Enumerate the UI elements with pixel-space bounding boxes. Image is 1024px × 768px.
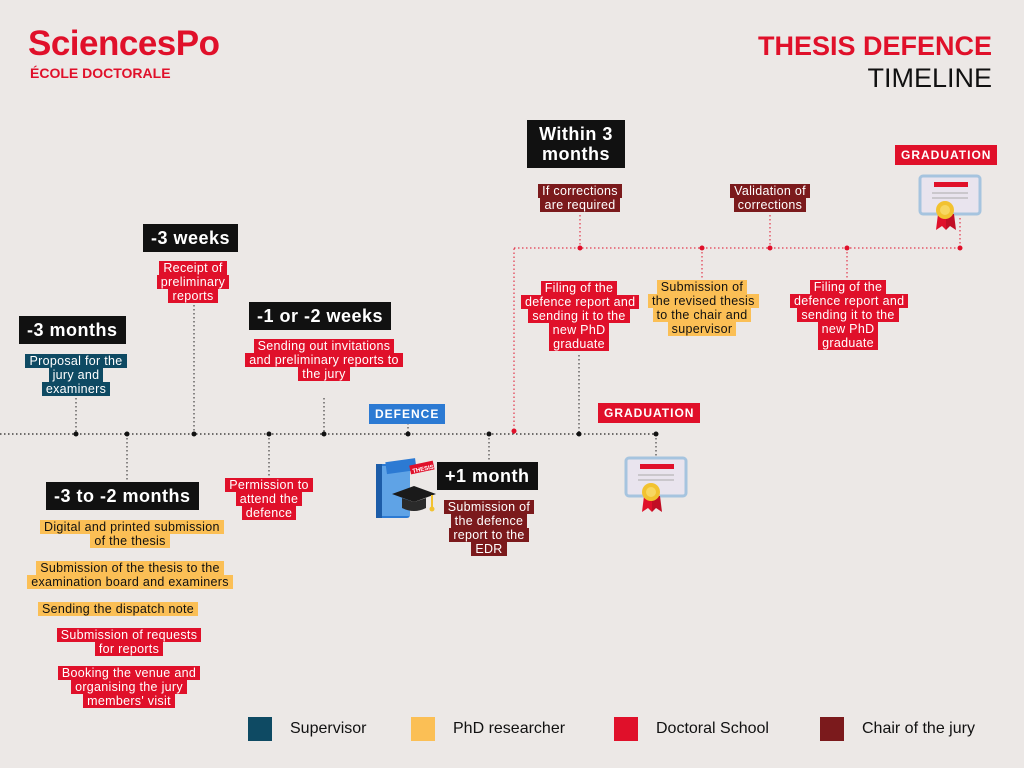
task-requests-reports: Submission of requests for reports <box>56 628 202 656</box>
task-submission-defence-report: Submission of the defence report to the … <box>436 500 542 556</box>
task-validation-corrections: Validation of corrections <box>722 184 818 212</box>
logo-subtitle: ÉCOLE DOCTORALE <box>30 65 171 81</box>
milestone-plus-1-month: +1 month <box>437 462 538 490</box>
graduation-tag-top: GRADUATION <box>895 145 998 165</box>
sciencespo-logo: SciencesPo <box>28 24 220 63</box>
certificate-icon <box>624 456 688 512</box>
thesis-book-icon: THESIS <box>376 458 436 518</box>
task-if-corrections: If corrections are required <box>530 184 630 212</box>
milestone-3-weeks: -3 weeks <box>143 224 239 252</box>
legend-label-supervisor: Supervisor <box>290 720 367 737</box>
milestone-within-3-months: Within 3 months <box>527 120 625 168</box>
task-receipt-reports: Receipt of preliminary reports <box>148 261 238 303</box>
page-subtitle: TIMELINE <box>867 63 992 93</box>
milestone-3-to-2-months: -3 to -2 months <box>46 482 199 510</box>
legend-swatch-phd <box>411 717 435 741</box>
task-submission-board: Submission of the thesis to the examinat… <box>8 561 252 589</box>
page-title: THESIS DEFENCE <box>757 31 992 61</box>
legend-label-phd: PhD researcher <box>453 720 566 737</box>
task-permission: Permission to attend the defence <box>214 478 324 520</box>
certificate-icon-top <box>918 174 982 230</box>
defence-tag: DEFENCE <box>369 404 446 424</box>
legend-swatch-doctoral-school <box>614 717 638 741</box>
milestone-1-or-2-weeks: -1 or -2 weeks <box>249 302 392 330</box>
task-booking-venue: Booking the venue and organising the jur… <box>56 666 202 708</box>
task-submission-revised: Submission of the revised thesis to the … <box>648 280 759 336</box>
thesis-book-label: THESIS <box>412 465 434 475</box>
task-digital-submission: Digital and printed submission of the th… <box>40 520 224 548</box>
task-dispatch-note: Sending the dispatch note <box>20 602 216 616</box>
task-proposal: Proposal for the jury and examiners <box>17 354 135 396</box>
task-sending-invitations: Sending out invitations and preliminary … <box>244 339 404 381</box>
legend-label-chair: Chair of the jury <box>862 720 975 737</box>
graduation-tag: GRADUATION <box>598 403 701 423</box>
legend-swatch-chair <box>820 717 844 741</box>
legend-swatch-supervisor <box>248 717 272 741</box>
milestone-3-months: -3 months <box>19 316 126 344</box>
legend-label-doctoral-school: Doctoral School <box>656 720 769 737</box>
task-filing-report-2: Filing of the defence report and sending… <box>790 280 909 350</box>
task-filing-report-1: Filing of the defence report and sending… <box>521 281 640 351</box>
